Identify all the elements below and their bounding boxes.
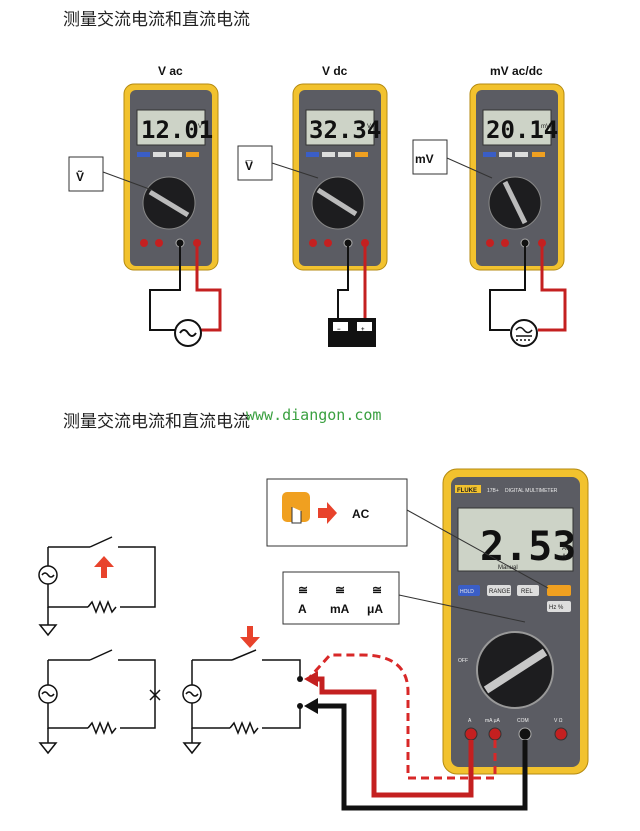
rel-button[interactable]: [517, 585, 539, 596]
section1-title: 测量交流电流和直流电流: [63, 10, 250, 30]
function-symbol-mv: mV: [415, 152, 434, 166]
battery-plus: +: [361, 327, 365, 333]
circuit-1: [38, 536, 156, 637]
svg-text:≅: ≅: [372, 583, 382, 597]
section2-title: 测量交流电流和直流电流: [63, 412, 250, 432]
function-callout: [237, 145, 273, 181]
jack-com[interactable]: [518, 727, 532, 741]
range-a: A: [298, 602, 307, 616]
function-callout: [412, 139, 448, 175]
ac-select-button[interactable]: [547, 585, 571, 596]
lcd-unit-bottom: A: [562, 554, 566, 560]
jack-com-label: COM: [517, 718, 529, 724]
hz-button[interactable]: [547, 601, 571, 612]
meter-label: V ac: [158, 64, 183, 78]
function-symbol-ac-v: Ṽ: [76, 169, 84, 184]
lcd-manual: Manual: [498, 565, 518, 571]
range-ma: mA: [330, 602, 350, 616]
circuit-3: [182, 649, 301, 755]
lcd-reading: 32.34: [309, 116, 381, 144]
svg-text:≅: ≅: [335, 583, 345, 597]
model-label: 17B+: [487, 488, 499, 494]
jack-ma-label: mA μA: [485, 718, 500, 724]
function-callout: [68, 156, 104, 192]
meter-fluke: FLUKE 17B+ DIGITAL MULTIMETER 2.53 AC A …: [442, 468, 589, 775]
arrow-down-icon: [240, 626, 260, 648]
battery-minus: −: [337, 327, 341, 333]
lcd-reading: 12.01: [141, 116, 213, 144]
lcd-unit-top: AC: [562, 546, 571, 552]
callout-ac-button: AC: [266, 478, 549, 589]
function-symbol-dc-v: V̅: [245, 159, 253, 173]
range-label: RANGE: [489, 589, 510, 595]
meter-mv: mV ac/dc 20.14 mV: [469, 64, 565, 271]
meter-vdc: V dc 32.34 V: [292, 64, 388, 271]
watermark: www.diangon.com: [246, 406, 381, 424]
svg-text:≅: ≅: [298, 583, 308, 597]
arrow-right-icon: [318, 502, 337, 524]
rel-label: REL: [521, 589, 533, 595]
hold-label: HOLD: [460, 589, 474, 595]
black-wire: [312, 703, 528, 811]
model-subtitle: DIGITAL MULTIMETER: [505, 488, 558, 494]
ac-dc-source-icon: [510, 319, 538, 347]
battery-icon: − +: [328, 318, 376, 347]
jack-a[interactable]: [464, 727, 478, 741]
callout-ranges: ≅ ≅ ≅ A mA μA: [282, 571, 526, 625]
meter-label: mV ac/dc: [490, 64, 543, 78]
range-button[interactable]: [487, 585, 511, 596]
jack-v-label: V Ω: [554, 718, 563, 724]
arrow-up-icon: [94, 556, 114, 578]
hz-label: Hz %: [549, 605, 564, 611]
lcd-unit: V: [198, 124, 202, 130]
dial-off-label: OFF: [458, 658, 468, 664]
lcd-unit: V: [367, 124, 371, 130]
brand-logo: FLUKE: [457, 488, 477, 494]
lcd-unit: mV: [541, 124, 550, 130]
meter-vac: V ac 12.01 V: [123, 64, 219, 271]
callout-ac-label: AC: [352, 507, 370, 521]
hold-button[interactable]: [458, 585, 480, 596]
red-wire-alt: [308, 653, 497, 780]
jack-ma[interactable]: [488, 727, 502, 741]
range-ua: μA: [367, 602, 383, 616]
meter-label: V dc: [322, 64, 348, 78]
jack-a-label: A: [468, 718, 472, 724]
jack-v[interactable]: [554, 727, 568, 741]
lcd-reading: 20.14: [486, 116, 558, 144]
red-wire: [310, 676, 474, 798]
lcd-reading: 2.53: [480, 524, 576, 570]
circuit-2: [38, 649, 161, 755]
